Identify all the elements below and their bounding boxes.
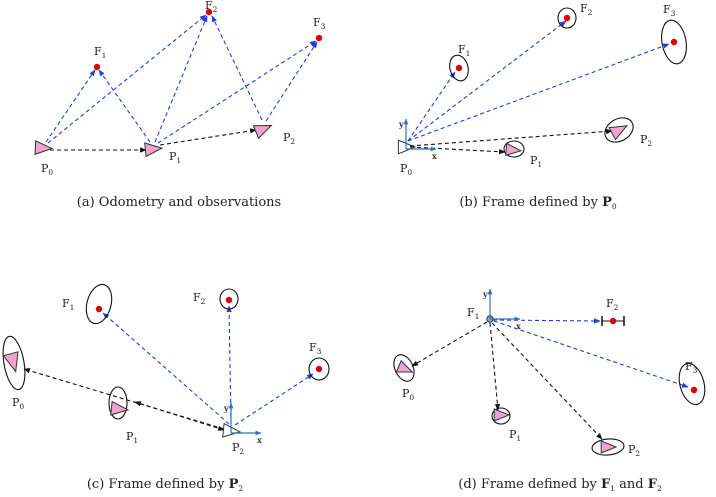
b-odometry-p0-p2 xyxy=(409,128,613,147)
a-pose-p2 xyxy=(252,124,273,140)
c-odometry-p2-p1 xyxy=(134,401,225,431)
b-caption: (b) Frame defined by P0 xyxy=(459,195,617,211)
c-label-p2: P2 xyxy=(232,441,244,456)
a-label-f3: F3 xyxy=(313,16,326,31)
c-pose-p1 xyxy=(110,400,130,416)
d-label-p2: P2 xyxy=(628,443,640,458)
d-odometry-f1-p2 xyxy=(491,322,603,440)
c-covariance-p0 xyxy=(2,335,26,391)
d-pose-p2 xyxy=(600,440,618,454)
c-label-p1: P1 xyxy=(126,430,138,445)
c-pose-p2 xyxy=(222,422,242,438)
a-obs-p0-f1 xyxy=(45,69,96,143)
c-label-p0: P0 xyxy=(12,396,24,411)
b-label-p1: P1 xyxy=(530,154,542,169)
b-obs-f3 xyxy=(407,43,670,142)
b-covariance-p2 xyxy=(604,117,634,143)
d-label-p1: P1 xyxy=(509,428,521,443)
d-pose-p0 xyxy=(395,359,414,373)
b-label-p0: P0 xyxy=(400,162,412,177)
c-covariance-f3 xyxy=(308,357,330,381)
b-label-f1: F1 xyxy=(458,43,470,58)
b-pose-p2 xyxy=(608,125,629,141)
b-label-f3: F3 xyxy=(663,3,676,18)
d-obs-f3 xyxy=(493,320,689,388)
c-covariance-f2 xyxy=(219,288,239,310)
a-label-p2: P2 xyxy=(283,131,295,146)
a-obs-p0-f2 xyxy=(47,14,207,144)
b-pose-p0 xyxy=(397,139,417,155)
b-label-f2: F2 xyxy=(580,2,593,17)
c-landmark-f1 xyxy=(95,305,103,313)
c-covariance-f1 xyxy=(85,283,113,325)
c-obs-f2 xyxy=(226,305,232,425)
a-obs-p1-f3 xyxy=(157,40,317,144)
d-landmark-f2 xyxy=(609,317,617,325)
d-label-f1: F1 xyxy=(467,306,479,321)
a-odometry-p1-p2 xyxy=(159,128,257,146)
d-odometry-f1-p0 xyxy=(411,321,488,367)
c-caption: (c) Frame defined by P2 xyxy=(87,477,243,493)
c-landmark-f3 xyxy=(315,365,323,373)
b-odometry-p0-p1 xyxy=(409,146,506,155)
a-landmark-f3 xyxy=(315,34,323,42)
a-obs-p2-f2 xyxy=(211,15,263,121)
b-covariance-f1 xyxy=(449,54,469,82)
a-landmark-f1 xyxy=(93,63,101,71)
d-y-axis-label: y xyxy=(482,289,488,299)
b-landmark-f3 xyxy=(670,38,678,46)
c-obs-f3 xyxy=(234,373,314,426)
d-odometry-f1-p1 xyxy=(489,322,501,411)
b-x-axis-label: x xyxy=(432,151,437,161)
d-covariance-f3 xyxy=(678,362,706,406)
b-landmark-f1 xyxy=(455,64,463,72)
a-caption: (a) Odometry and observations xyxy=(77,195,281,210)
c-pose-p0 xyxy=(2,351,19,373)
b-landmark-f2 xyxy=(563,14,571,22)
c-covariance-p1 xyxy=(108,386,128,420)
a-pose-p0 xyxy=(34,140,54,156)
a-pose-p1 xyxy=(144,142,164,158)
d-obs-f2 xyxy=(492,318,601,324)
b-pose-p1 xyxy=(505,142,523,156)
b-y-axis-label: y xyxy=(398,119,404,129)
d-label-p0: P0 xyxy=(402,387,414,402)
d-x-axis-label: x xyxy=(516,321,521,331)
a-label-p0: P0 xyxy=(41,162,53,177)
a-label-f2: F2 xyxy=(205,0,218,14)
d-covariance-p1 xyxy=(491,407,511,425)
c-y-axis-label: y xyxy=(223,403,229,413)
a-obs-p1-f2 xyxy=(154,15,208,143)
b-covariance-f3 xyxy=(661,19,687,65)
d-covariance-p0 xyxy=(393,354,415,382)
b-obs-f2 xyxy=(407,20,567,142)
c-x-axis-label: x xyxy=(257,435,262,445)
b-obs-f1 xyxy=(407,71,456,142)
a-label-f1: F1 xyxy=(94,45,106,60)
d-covariance-p2 xyxy=(591,438,625,456)
d-label-f3: F3 xyxy=(685,360,698,375)
a-landmark-f2 xyxy=(205,8,213,16)
d-label-f2: F2 xyxy=(606,297,619,312)
d-caption: (d) Frame defined by F1 and F2 xyxy=(458,477,662,493)
c-label-f1: F1 xyxy=(62,297,74,312)
c-label-f3: F3 xyxy=(309,341,322,356)
b-covariance-p1 xyxy=(503,140,525,158)
d-landmark-f3 xyxy=(690,386,698,394)
b-covariance-f2 xyxy=(557,7,577,29)
c-label-f2: F2 xyxy=(193,291,206,306)
a-obs-p1-f1 xyxy=(98,69,151,143)
d-pose-p1 xyxy=(493,408,511,422)
a-obs-p2-f3 xyxy=(265,41,318,122)
a-label-p1: P1 xyxy=(169,150,181,165)
b-label-p2: P2 xyxy=(640,133,652,148)
c-landmark-f2 xyxy=(225,296,233,304)
